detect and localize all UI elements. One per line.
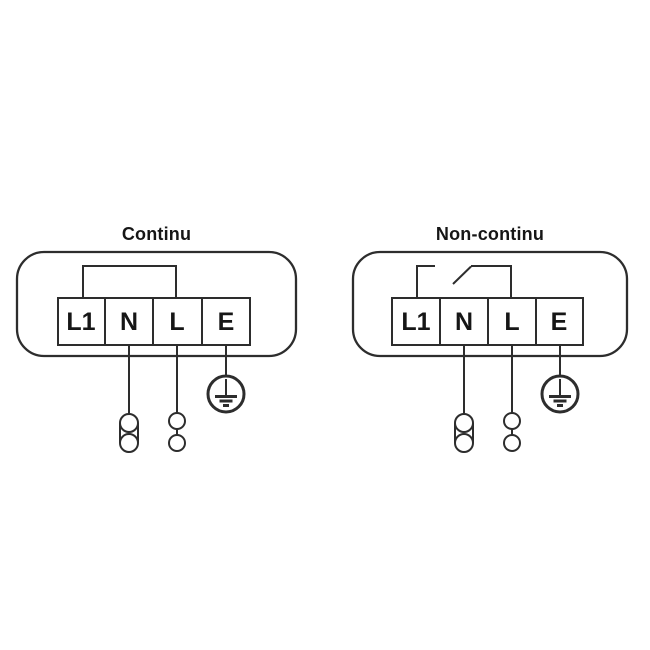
terminal-label-e: E	[218, 308, 235, 336]
enclosure-outline	[351, 250, 629, 358]
protective-earth-ground-icon	[206, 374, 246, 414]
bridge-wire-closed	[82, 265, 177, 298]
diagram-continu: Continu L1 N L E	[0, 220, 325, 470]
double-bullet-capsule-connector-icon	[119, 413, 139, 453]
terminal-label-l: L	[169, 308, 184, 336]
terminal-box-n	[439, 297, 489, 346]
terminal-block: L1 N L E	[391, 297, 584, 346]
diagram-title: Continu	[121, 224, 192, 244]
terminal-label-n: N	[455, 308, 473, 336]
terminal-box-l1	[57, 297, 106, 346]
double-bullet-connector-icon	[168, 412, 186, 452]
terminal-box-l	[152, 297, 203, 346]
diagram-non-continu: Non-continu L1 N L E	[325, 220, 650, 470]
double-bullet-capsule-connector-icon	[454, 413, 474, 453]
terminal-box-l1	[391, 297, 441, 346]
terminal-label-n: N	[120, 308, 138, 336]
protective-earth-ground-icon	[540, 374, 580, 414]
enclosure-outline	[15, 250, 298, 358]
terminal-box-e	[535, 297, 584, 346]
terminal-box-n	[104, 297, 154, 346]
terminal-block: L1 N L E	[57, 297, 251, 346]
double-bullet-connector-icon	[503, 412, 521, 452]
terminal-label-l: L	[504, 308, 519, 336]
terminal-label-e: E	[551, 308, 568, 336]
wiring-diagram-svg: L1 N L E	[351, 250, 629, 453]
terminal-label-l1: L1	[401, 308, 430, 336]
diagram-title: Non-continu	[435, 224, 545, 244]
bridge-wire-open-switch	[416, 265, 512, 298]
terminal-label-l1: L1	[66, 308, 95, 336]
wiring-diagram-svg: L1 N L E	[15, 250, 298, 453]
